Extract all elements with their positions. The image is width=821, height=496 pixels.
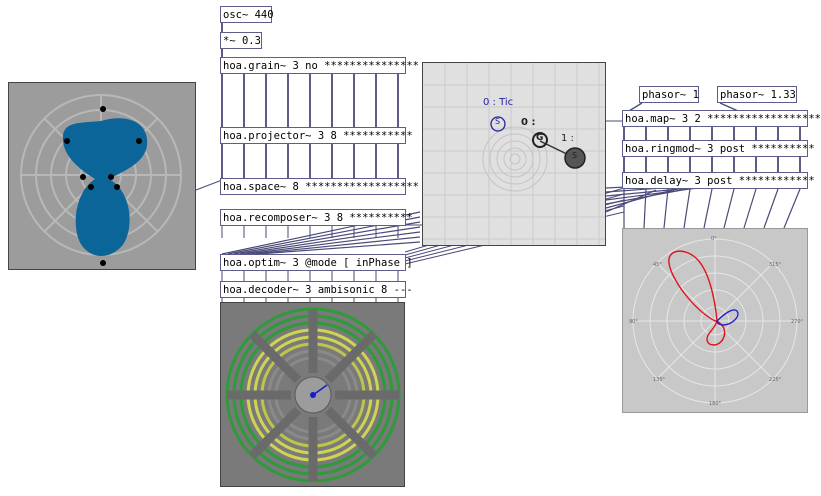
hoa-grain-object[interactable]: hoa.grain~ 3 no *************** <box>220 57 419 74</box>
osc-object[interactable]: osc~ 440 <box>220 6 274 23</box>
hoa-optim-object[interactable]: hoa.optim~ 3 @mode [ inPhase ] <box>220 254 413 271</box>
hoa-decoder-object[interactable]: hoa.decoder~ 3 ambisonic 8 --- <box>220 281 413 298</box>
deg-0: 0° <box>711 236 717 242</box>
label-1: 1 : <box>561 133 574 144</box>
deg-225: 225° <box>769 377 782 383</box>
phasor-1-33-object[interactable]: phasor~ 1.33 <box>717 86 797 103</box>
source-g-label: G <box>536 133 544 143</box>
deg-180: 180° <box>709 401 722 407</box>
patch-cord <box>683 188 691 229</box>
patch-cord <box>763 188 779 229</box>
source-dark-label: S <box>572 151 578 160</box>
deg-270: 270° <box>791 319 804 325</box>
patch-cord <box>239 226 421 255</box>
patch-cord <box>605 187 681 209</box>
patch-cord <box>703 188 713 229</box>
patch-cord <box>643 188 647 229</box>
patch-cord <box>743 188 757 229</box>
harmonic-negative <box>716 309 739 326</box>
patch-cord <box>663 188 669 229</box>
deg-315: 315° <box>769 262 782 268</box>
group-label: 0 : Tic <box>483 97 514 108</box>
patch-cord <box>605 189 657 213</box>
patch-cord <box>245 231 421 255</box>
space-point <box>100 106 106 112</box>
hoa-ringmod-object[interactable]: hoa.ringmod~ 3 post ********** <box>622 140 815 157</box>
scope-gui[interactable]: 0° 45° 90° 135° 180° 225° 270° 315° <box>622 228 808 413</box>
source-dark-icon <box>564 147 586 169</box>
hoa-space-object[interactable]: hoa.space~ 8 ****************** <box>220 178 419 195</box>
source-g-icon <box>532 132 548 148</box>
patch-cord <box>257 241 421 255</box>
patch-cord <box>723 188 735 229</box>
source-s-icon <box>490 116 506 132</box>
label-0: 0 : <box>521 117 536 128</box>
phasor-1-object[interactable]: phasor~ 1 <box>639 86 699 103</box>
deg-90: 90° <box>629 319 638 325</box>
meter-gui[interactable] <box>220 302 405 487</box>
patch-cord <box>233 221 421 255</box>
hoa-map-object[interactable]: hoa.map~ 3 2 ****************** <box>622 110 821 127</box>
space-shape <box>62 118 148 256</box>
deg-45: 45° <box>653 262 662 268</box>
hoa-delay-object[interactable]: hoa.delay~ 3 post ************ <box>622 172 815 189</box>
patch-cord <box>251 236 421 255</box>
map-gui[interactable]: 0 : Tic S G 0 : 1 : S <box>422 62 606 246</box>
harmonic-positive <box>668 250 726 346</box>
patch-cord <box>783 188 801 229</box>
multiply-object[interactable]: *~ 0.3 <box>220 32 262 49</box>
source-s-label: S <box>495 117 501 126</box>
hoa-projector-object[interactable]: hoa.projector~ 3 8 *********** <box>220 127 413 144</box>
hoa-recomposer-object[interactable]: hoa.recomposer~ 3 8 ********** <box>220 209 413 226</box>
space-gui[interactable] <box>8 82 196 270</box>
deg-135: 135° <box>653 377 666 383</box>
